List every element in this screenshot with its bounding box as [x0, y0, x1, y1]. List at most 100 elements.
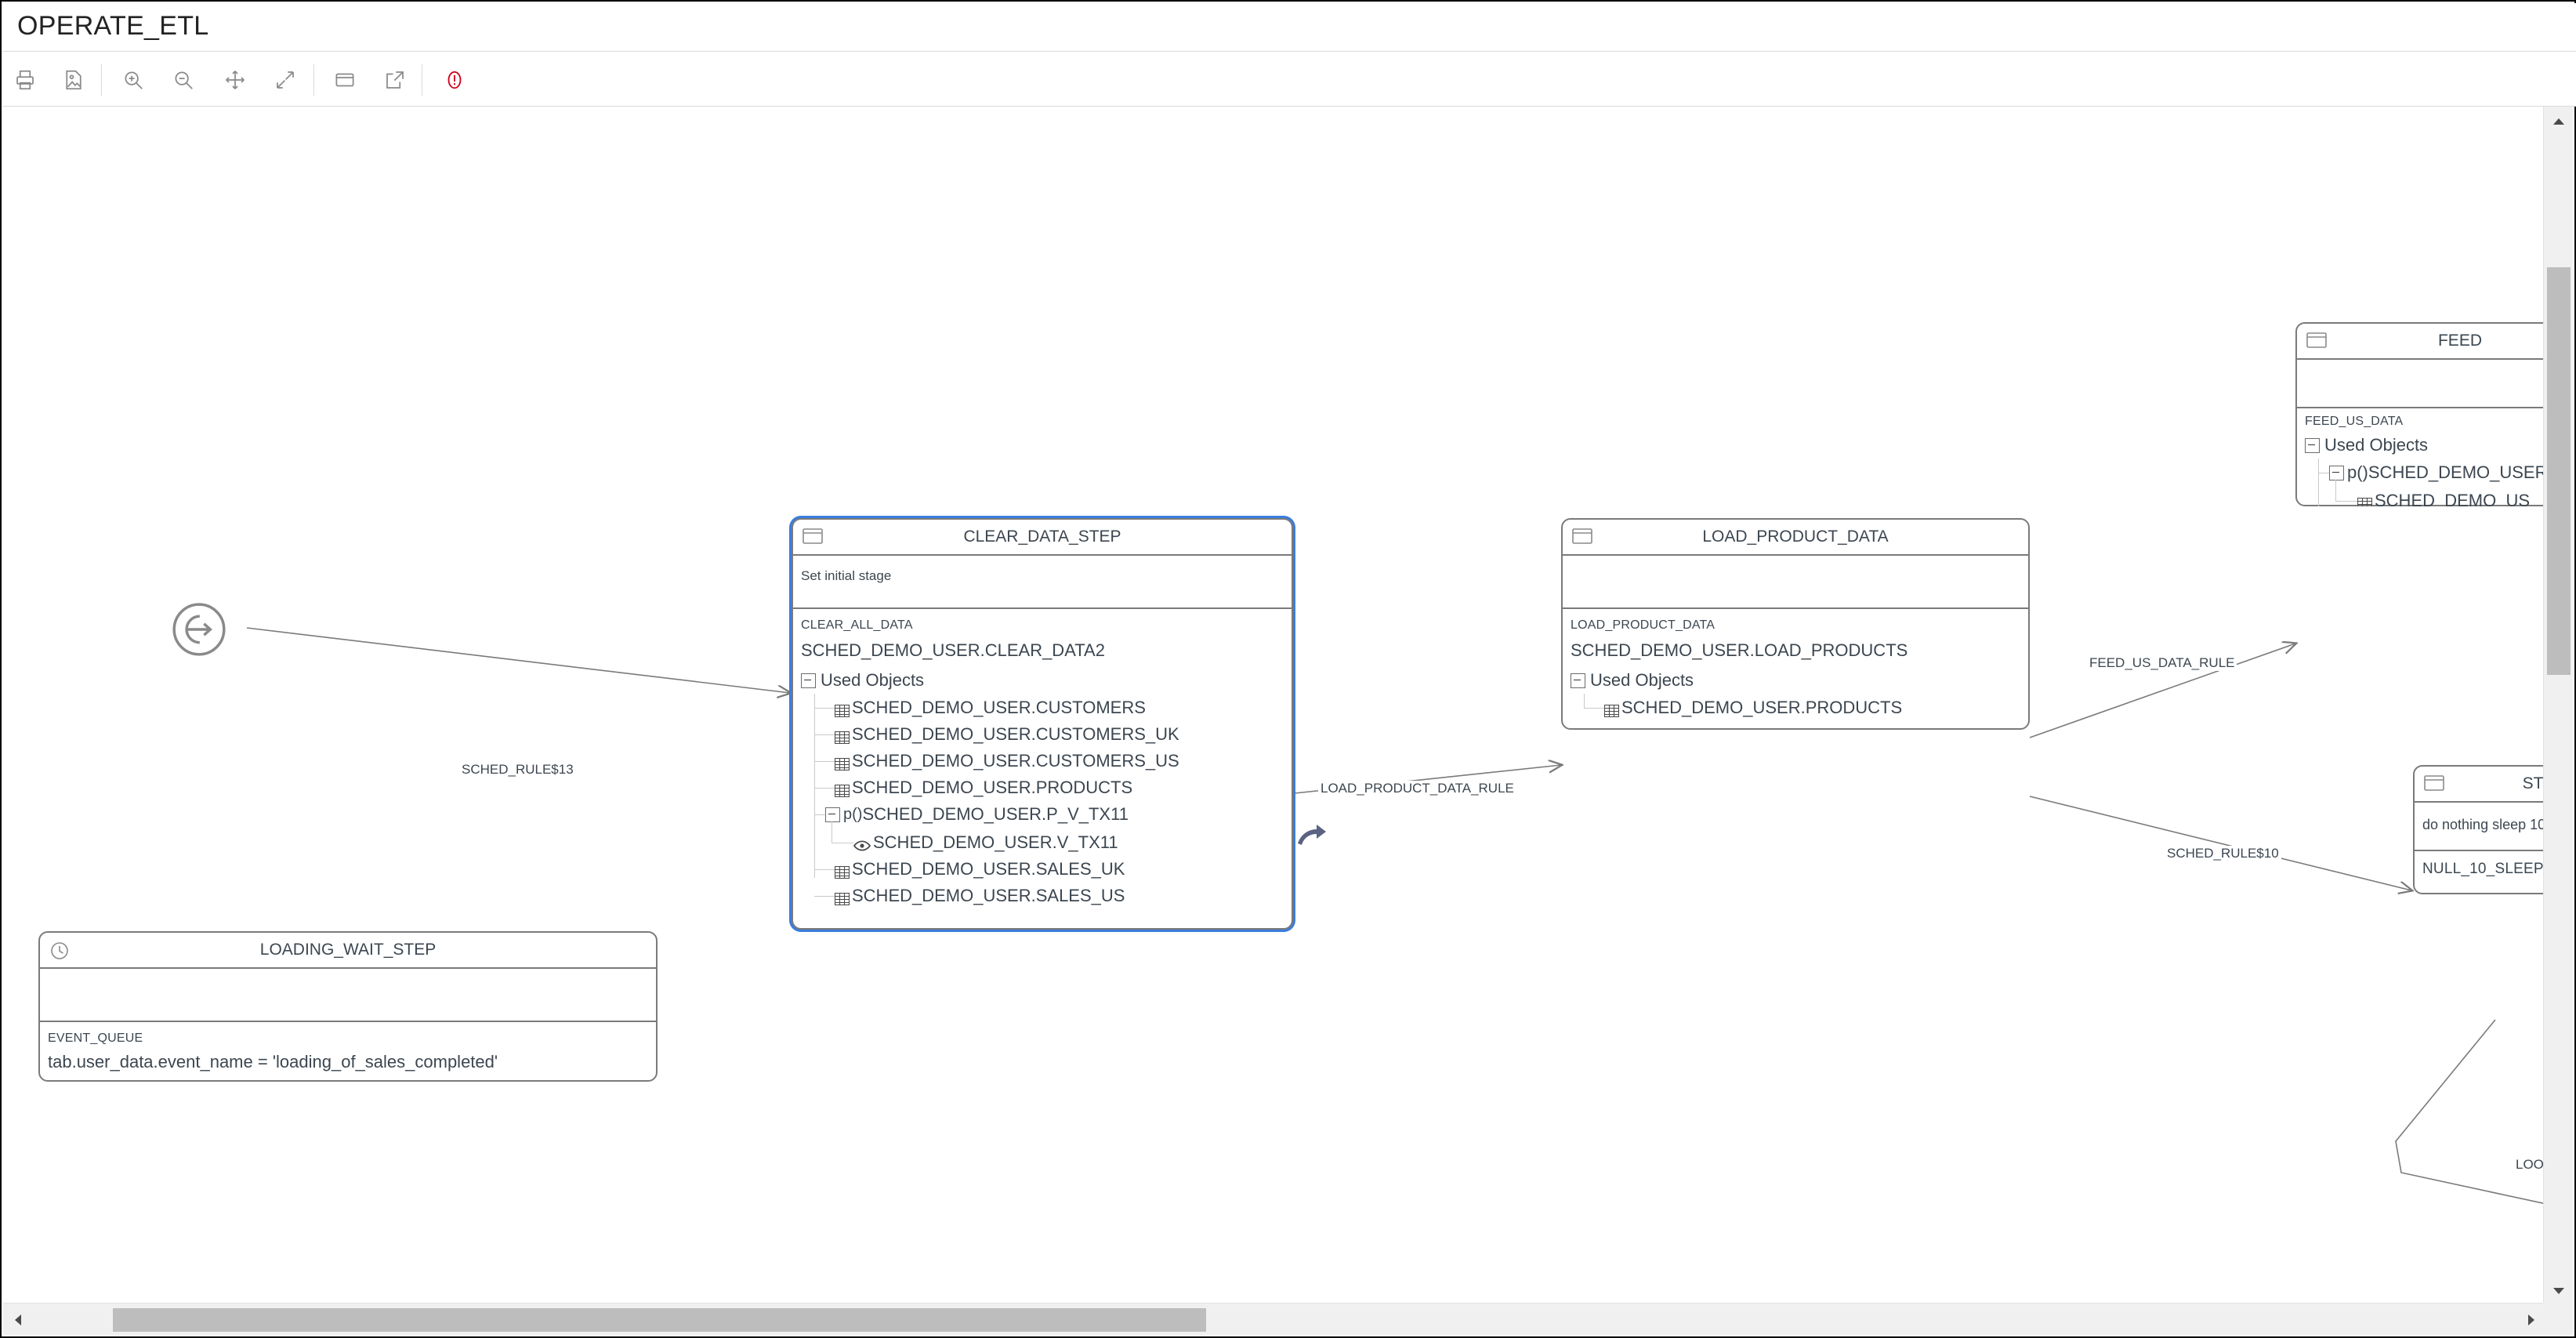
tree-item-label: SCHED_DEMO_USER.PRODUCTS — [1621, 698, 1903, 717]
vertical-scroll-thumb[interactable] — [2547, 267, 2571, 675]
tree-item[interactable]: SCHED_DEMO_USER.SALES_US — [834, 883, 1125, 909]
horizontal-scrollbar[interactable] — [3, 1303, 2546, 1335]
collapse-toggle-icon[interactable] — [2329, 465, 2344, 480]
node-body: LOAD_PRODUCT_DATA SCHED_DEMO_USER.LOAD_P… — [1563, 609, 2028, 728]
redo-cursor-icon — [1293, 821, 1328, 848]
tree-branch — [814, 896, 835, 897]
tree-root-label: Used Objects — [821, 670, 925, 690]
diagram-canvas[interactable]: CLEAR_DATA_STEP Set initial stage CLEAR_… — [3, 107, 2546, 1306]
horizontal-scroll-thumb[interactable] — [113, 1308, 1206, 1332]
zoom-out-icon[interactable] — [168, 64, 199, 96]
node-description-pane — [40, 969, 656, 1022]
error-icon[interactable] — [439, 64, 470, 96]
node-loading-wait-step[interactable]: LOADING_WAIT_STEP EVENT_QUEUE tab.user_d… — [38, 931, 658, 1082]
node-title: STE — [2522, 774, 2546, 792]
tree-root-used-objects[interactable]: Used Objects — [2305, 432, 2428, 459]
node-sleep-step[interactable]: STE do nothing sleep 10 s NULL_10_SLEEP — [2413, 765, 2546, 894]
tree-item[interactable]: SCHED_DEMO_USER.PRODUCTS — [834, 774, 1132, 801]
collapse-toggle-icon[interactable] — [2305, 437, 2320, 453]
vertical-scrollbar[interactable] — [2543, 107, 2573, 1306]
node-feed-us-data[interactable]: FEED FEED_US_DATA Used Objects p()SCHED_… — [2295, 322, 2546, 506]
tree-item-label: p()SCHED_DEMO_USER — [2347, 462, 2546, 482]
tree-item-label: SCHED_DEMO_USER.CUSTOMERS_UK — [852, 724, 1179, 744]
tree-item-label: SCHED_DEMO_USER.V_TX11 — [873, 832, 1118, 852]
tree-item[interactable]: SCHED_DEMO_USER.CUSTOMERS_US — [834, 748, 1179, 774]
window-icon[interactable] — [329, 64, 360, 96]
table-icon — [834, 728, 850, 745]
scroll-up-arrow-icon[interactable] — [2544, 107, 2574, 136]
tree-item-label: SCHED_DEMO_USER.SALES_UK — [852, 859, 1125, 879]
scroll-down-arrow-icon[interactable] — [2544, 1276, 2574, 1306]
collapse-toggle-icon[interactable] — [801, 673, 816, 688]
table-icon — [1603, 702, 1620, 718]
scroll-left-arrow-icon[interactable] — [3, 1304, 33, 1336]
edge-load-to-feed — [2029, 644, 2295, 738]
node-body: NULL_10_SLEEP — [2415, 851, 2546, 894]
node-subtitle: EVENT_QUEUE — [48, 1032, 143, 1045]
collapse-toggle-icon[interactable] — [1571, 673, 1585, 688]
step-window-icon — [803, 528, 823, 549]
tree-item-label: SCHED_DEMO_USER.SALES_US — [852, 886, 1125, 905]
table-icon — [834, 863, 850, 879]
tree-item[interactable]: SCHED_DEMO_USER.CUSTOMERS_UK — [834, 721, 1179, 748]
zoom-in-icon[interactable] — [118, 64, 149, 96]
save-image-icon[interactable] — [58, 64, 89, 96]
tree-item-procedure[interactable]: p()SCHED_DEMO_USER — [2329, 459, 2546, 486]
table-icon — [834, 890, 850, 906]
tree-branch — [814, 869, 835, 870]
tree-branch — [814, 708, 835, 709]
tree-item-procedure[interactable]: p() SCHED_DEMO_USER.P_V_TX11 — [825, 801, 1129, 828]
pan-icon[interactable] — [219, 64, 251, 96]
node-description: do nothing sleep 10 s — [2422, 817, 2546, 832]
print-icon[interactable] — [9, 64, 41, 96]
toolbar — [3, 52, 2576, 107]
edge-load-to-sleep — [2029, 796, 2411, 890]
node-clear-data-step[interactable]: CLEAR_DATA_STEP Set initial stage CLEAR_… — [792, 518, 1293, 930]
node-subtitle: NULL_10_SLEEP — [2422, 861, 2544, 877]
node-title: LOADING_WAIT_STEP — [259, 941, 437, 959]
node-header: STE — [2415, 767, 2546, 803]
scroll-right-arrow-icon[interactable] — [2516, 1304, 2546, 1336]
tree-item[interactable]: SCHED_DEMO_USER.CUSTOMERS — [834, 694, 1146, 721]
tree-root-used-objects[interactable]: Used Objects — [801, 667, 924, 694]
tree-branch — [2335, 501, 2357, 502]
collapse-toggle-icon[interactable] — [825, 807, 840, 822]
tree-branch — [814, 814, 825, 815]
step-window-icon — [1572, 528, 1592, 549]
tree-root-label: Used Objects — [1590, 670, 1694, 690]
tree-item-label: SCHED_DEMO_USER.P_V_TX11 — [862, 804, 1129, 824]
node-load-product-data[interactable]: LOAD_PRODUCT_DATA LOAD_PRODUCT_DATA SCHE… — [1561, 518, 2030, 730]
tree-item[interactable]: SCHED_DEMO_USER.PRODUCTS — [1603, 694, 1903, 721]
tree-trunk — [814, 694, 815, 878]
arrow-into-circle-icon — [172, 603, 226, 656]
tree-trunk — [2318, 459, 2319, 506]
table-icon — [834, 781, 850, 798]
tree-branch — [814, 734, 835, 735]
title-bar: OPERATE_ETL — [3, 3, 2576, 52]
tree-item-label: SCHED_DEMO_US — [2375, 491, 2531, 506]
tree-root-used-objects[interactable]: Used Objects — [1571, 667, 1694, 694]
node-subtitle: FEED_US_DATA — [2305, 415, 2404, 428]
node-subtitle: LOAD_PRODUCT_DATA — [1571, 618, 1716, 632]
node-title: CLEAR_DATA_STEP — [963, 528, 1121, 546]
tree-item-label: SCHED_DEMO_USER.CUSTOMERS_US — [852, 751, 1179, 771]
start-node[interactable] — [172, 602, 226, 661]
fit-to-window-icon[interactable] — [270, 64, 301, 96]
tree-root-label: Used Objects — [2324, 435, 2429, 455]
open-external-icon[interactable] — [379, 64, 411, 96]
tree-branch — [814, 788, 835, 789]
tree-subtrunk — [831, 821, 832, 843]
tree-subtrunk — [2335, 480, 2336, 502]
tree-item[interactable]: SCHED_DEMO_USER.SALES_UK — [834, 856, 1125, 883]
node-description-pane — [2297, 360, 2546, 408]
clock-icon — [49, 941, 70, 965]
node-main-object: SCHED_DEMO_USER.LOAD_PRODUCTS — [1571, 640, 1908, 660]
tree-item-view[interactable]: SCHED_DEMO_USER.V_TX11 — [853, 829, 1118, 856]
node-header: FEED — [2297, 324, 2546, 360]
tree-item[interactable]: SCHED_DEMO_US — [2357, 488, 2530, 506]
table-icon — [2357, 495, 2373, 506]
node-main-object: SCHED_DEMO_USER.CLEAR_DATA2 — [801, 640, 1105, 660]
edge-sleep-loop — [2395, 1019, 2546, 1205]
toolbar-separator-2 — [313, 64, 314, 96]
